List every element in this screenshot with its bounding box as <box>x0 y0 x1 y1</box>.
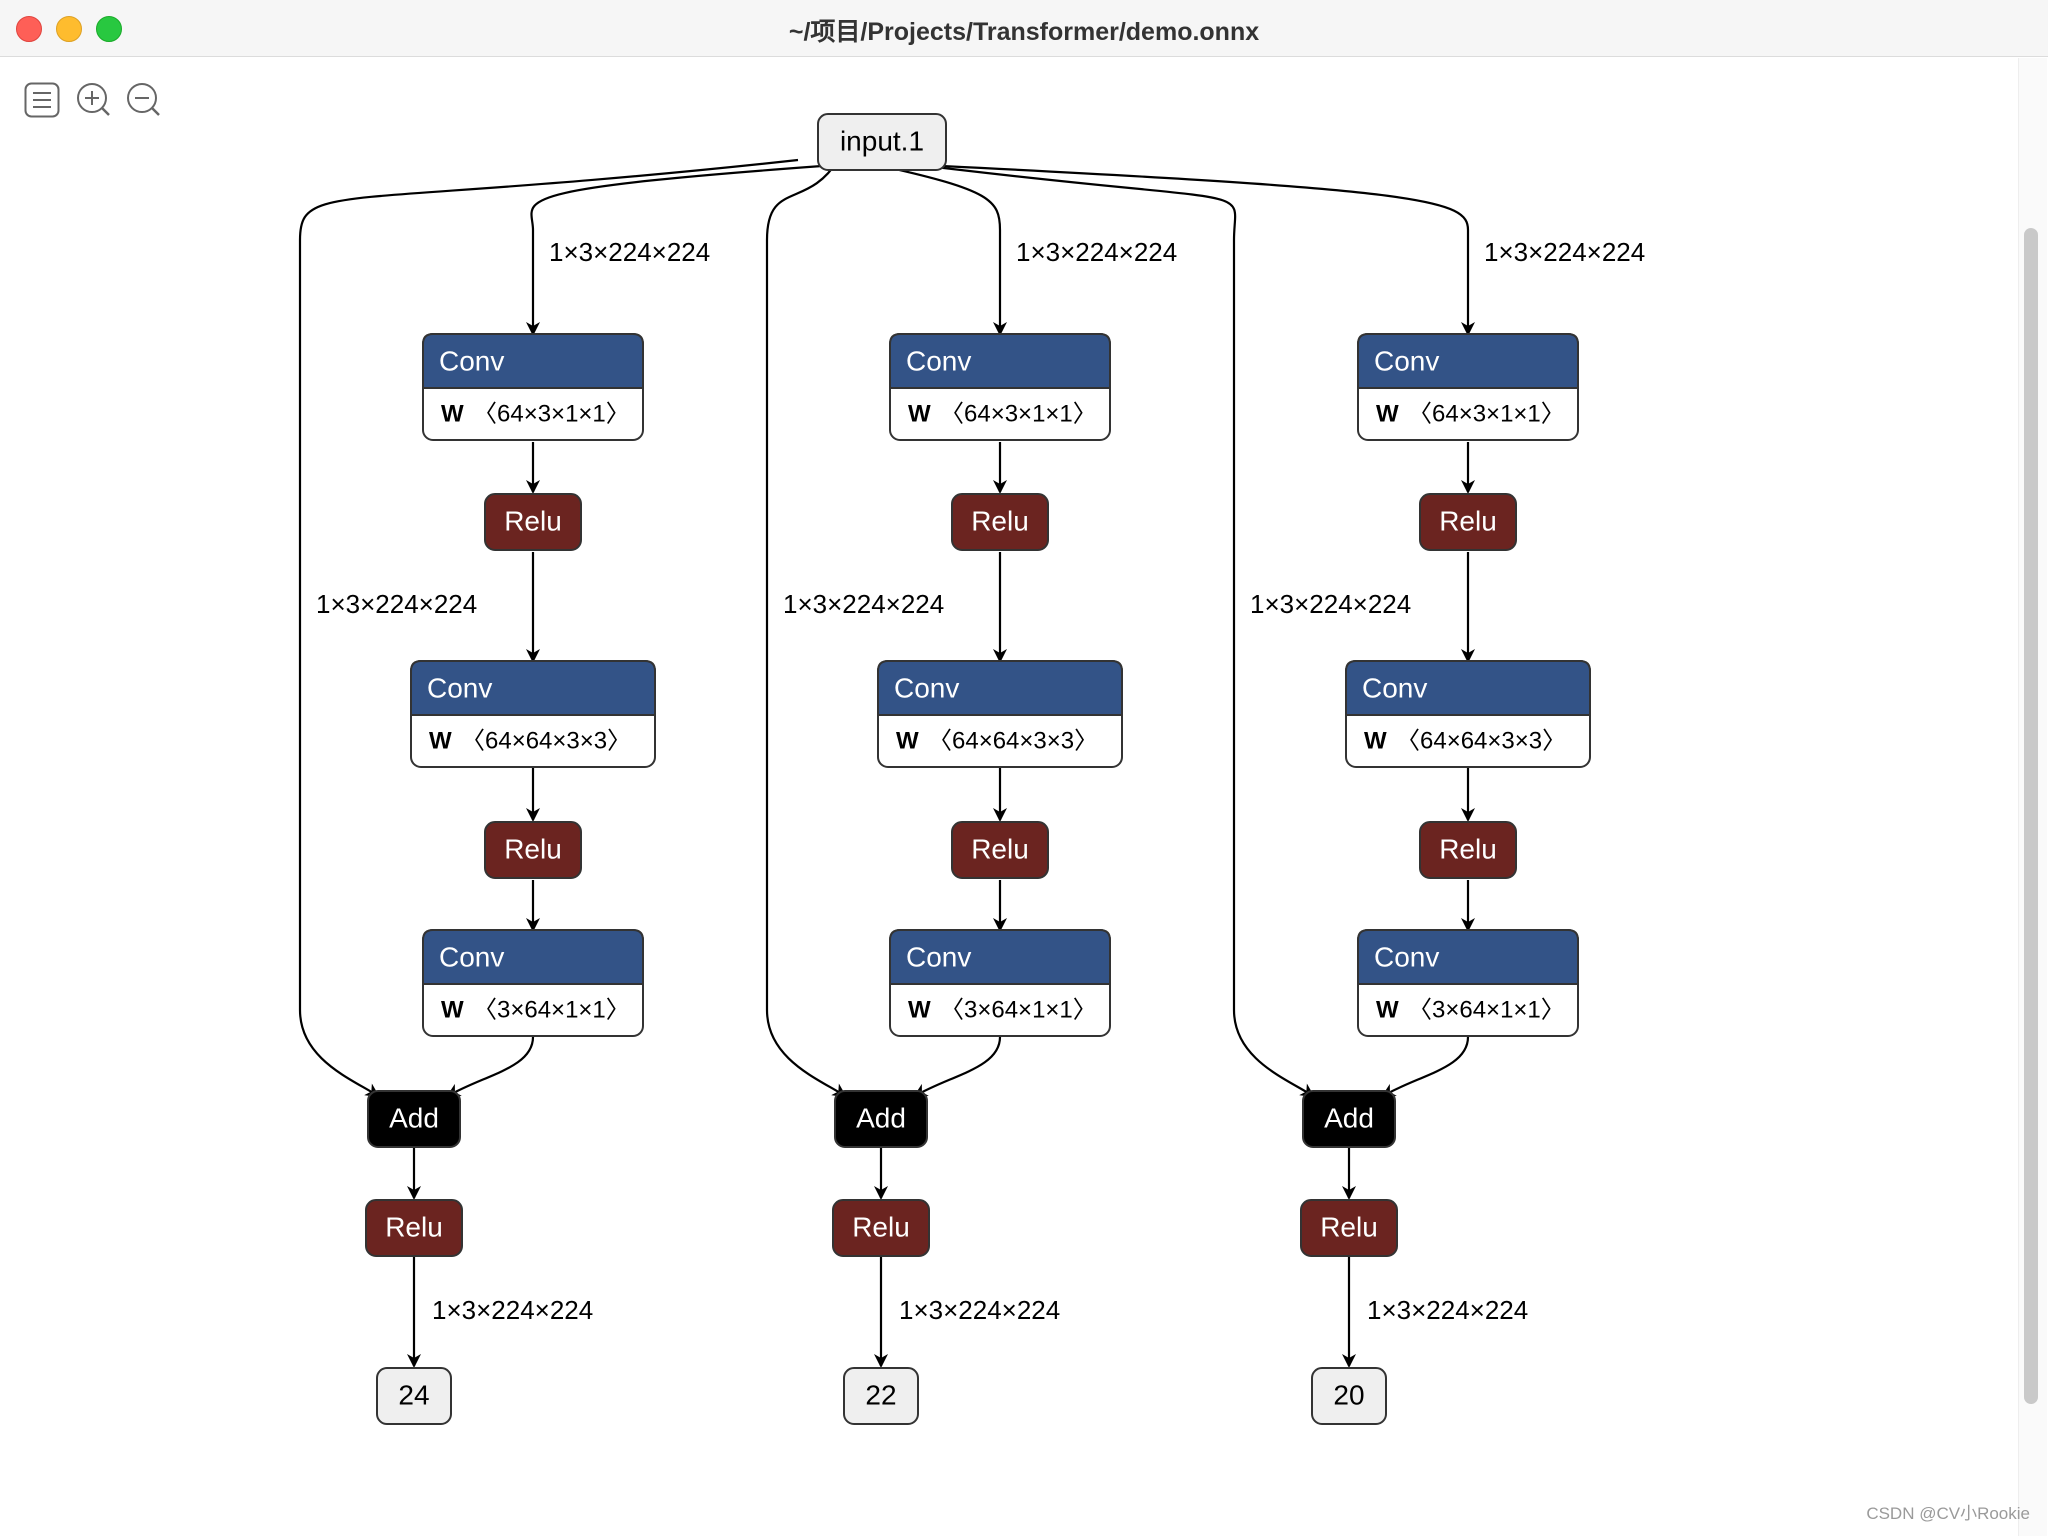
branch-2-add-label: Add <box>856 1102 906 1133</box>
branch-2-relu-2[interactable]: Relu <box>951 821 1049 879</box>
branch-3-conv-2-title: Conv <box>1362 672 1427 703</box>
branch-2-output-node-label: 22 <box>865 1379 896 1410</box>
branch-2-conv-1-weight-key: W <box>908 400 931 427</box>
branch-2-input-shape: 1×3×224×224 <box>1016 237 1177 267</box>
branch-3-skip-shape: 1×3×224×224 <box>1250 589 1411 619</box>
branch-2-conv-3-weight-key: W <box>908 996 931 1023</box>
window-title: ~/项目/Projects/Transformer/demo.onnx <box>788 18 1260 46</box>
branch-3-output-node[interactable]: 20 <box>1311 1367 1387 1425</box>
branch-3-conv-1-weight-shape: 〈64×3×1×1〉 <box>1408 400 1565 427</box>
branch-2-skip-shape: 1×3×224×224 <box>783 589 944 619</box>
branch-3-add[interactable]: Add <box>1302 1090 1396 1148</box>
zoom-out-icon[interactable] <box>126 82 162 118</box>
branch-3-input-shape: 1×3×224×224 <box>1484 237 1645 267</box>
branch-1-conv-1-weight-shape: 〈64×3×1×1〉 <box>473 400 630 427</box>
branch-1-conv-3-weight-shape: 〈3×64×1×1〉 <box>473 996 630 1023</box>
branch-3-relu-2[interactable]: Relu <box>1419 821 1517 879</box>
branch-2-relu-3-label: Relu <box>852 1211 910 1242</box>
maximize-window-button[interactable] <box>96 16 122 42</box>
input-node-label: input.1 <box>840 125 924 156</box>
branch-2-relu-1-label: Relu <box>971 505 1029 536</box>
branch-1-conv-2-title: Conv <box>427 672 492 703</box>
branch-2-conv-2-title: Conv <box>894 672 959 703</box>
menu-icon[interactable] <box>24 82 60 118</box>
watermark: CSDN @CV小Rookie <box>1866 1504 2030 1523</box>
branch-3-relu-3-label: Relu <box>1320 1211 1378 1242</box>
branch-1-edge-conv3-add <box>446 1036 535 1098</box>
branch-3-conv-3-title: Conv <box>1374 941 1439 972</box>
branch-3-output-shape: 1×3×224×224 <box>1367 1295 1528 1325</box>
branch-1-relu-3-label: Relu <box>385 1211 443 1242</box>
branch-1-conv-2-weight-shape: 〈64×64×3×3〉 <box>461 727 631 754</box>
branch-2-output-node[interactable]: 22 <box>843 1367 919 1425</box>
branch-1-conv-3-title: Conv <box>439 941 504 972</box>
branch-3-relu-2-label: Relu <box>1439 833 1497 864</box>
branch-2-input-edge <box>881 164 1007 336</box>
branch-3-output-node-label: 20 <box>1333 1379 1364 1410</box>
branch-3-add-label: Add <box>1324 1102 1374 1133</box>
branch-3-conv-1-title: Conv <box>1374 345 1439 376</box>
branch-1-input-shape: 1×3×224×224 <box>549 237 710 267</box>
branch-1-skip-shape: 1×3×224×224 <box>316 589 477 619</box>
branch-1-output-node-label: 24 <box>398 1379 429 1410</box>
branch-2-conv-2-weight-key: W <box>896 727 919 754</box>
branch-2-add[interactable]: Add <box>834 1090 928 1148</box>
branch-3-input-edge <box>941 164 1475 336</box>
branch-2-conv-3-weight-shape: 〈3×64×1×1〉 <box>940 996 1097 1023</box>
branch-2-conv-2-weight-shape: 〈64×64×3×3〉 <box>928 727 1098 754</box>
branch-2-conv-1-title: Conv <box>906 345 971 376</box>
branch-1-add[interactable]: Add <box>367 1090 461 1148</box>
branch-2-relu-3[interactable]: Relu <box>832 1199 930 1257</box>
branch-1-add-label: Add <box>389 1102 439 1133</box>
branch-1-conv-1-weight-key: W <box>441 400 464 427</box>
branch-3-relu-3[interactable]: Relu <box>1300 1199 1398 1257</box>
branch-1-relu-2[interactable]: Relu <box>484 821 582 879</box>
branch-3-relu-1[interactable]: Relu <box>1419 493 1517 551</box>
branch-1-conv-3-weight-key: W <box>441 996 464 1023</box>
branch-2-conv-1-weight-shape: 〈64×3×1×1〉 <box>940 400 1097 427</box>
branch-1-conv-1-title: Conv <box>439 345 504 376</box>
minimize-window-button[interactable] <box>56 16 82 42</box>
branch-1-conv-2-weight-key: W <box>429 727 452 754</box>
title-bar: ~/项目/Projects/Transformer/demo.onnx <box>0 0 2048 57</box>
branch-3-conv-3-weight-key: W <box>1376 996 1399 1023</box>
branch-2-skip-edge <box>765 159 847 1098</box>
branch-3-conv-2-weight-key: W <box>1364 727 1387 754</box>
branch-3-edge-conv3-add <box>1381 1036 1470 1098</box>
branch-2-conv-3-title: Conv <box>906 941 971 972</box>
branch-3-skip-edge <box>877 158 1315 1098</box>
vertical-scrollbar[interactable] <box>2024 228 2038 1404</box>
branch-2-relu-2-label: Relu <box>971 833 1029 864</box>
branch-2-edge-conv3-add <box>913 1036 1002 1098</box>
branch-3-conv-1-weight-key: W <box>1376 400 1399 427</box>
branch-1-relu-1[interactable]: Relu <box>484 493 582 551</box>
branch-2-output-shape: 1×3×224×224 <box>899 1295 1060 1325</box>
zoom-in-icon[interactable] <box>76 82 112 118</box>
branch-3-conv-2-weight-shape: 〈64×64×3×3〉 <box>1396 727 1566 754</box>
branch-3-relu-1-label: Relu <box>1439 505 1497 536</box>
branch-1-output-shape: 1×3×224×224 <box>432 1295 593 1325</box>
branch-2-relu-1[interactable]: Relu <box>951 493 1049 551</box>
branch-1-output-node[interactable]: 24 <box>376 1367 452 1425</box>
branch-1-relu-1-label: Relu <box>504 505 562 536</box>
branch-1-relu-2-label: Relu <box>504 833 562 864</box>
branch-1-skip-edge <box>298 158 799 1098</box>
branch-1-input-edge <box>526 164 823 336</box>
close-window-button[interactable] <box>16 16 42 42</box>
branch-3-conv-3-weight-shape: 〈3×64×1×1〉 <box>1408 996 1565 1023</box>
input-node[interactable]: input.1 <box>817 113 947 171</box>
branch-1-relu-3[interactable]: Relu <box>365 1199 463 1257</box>
